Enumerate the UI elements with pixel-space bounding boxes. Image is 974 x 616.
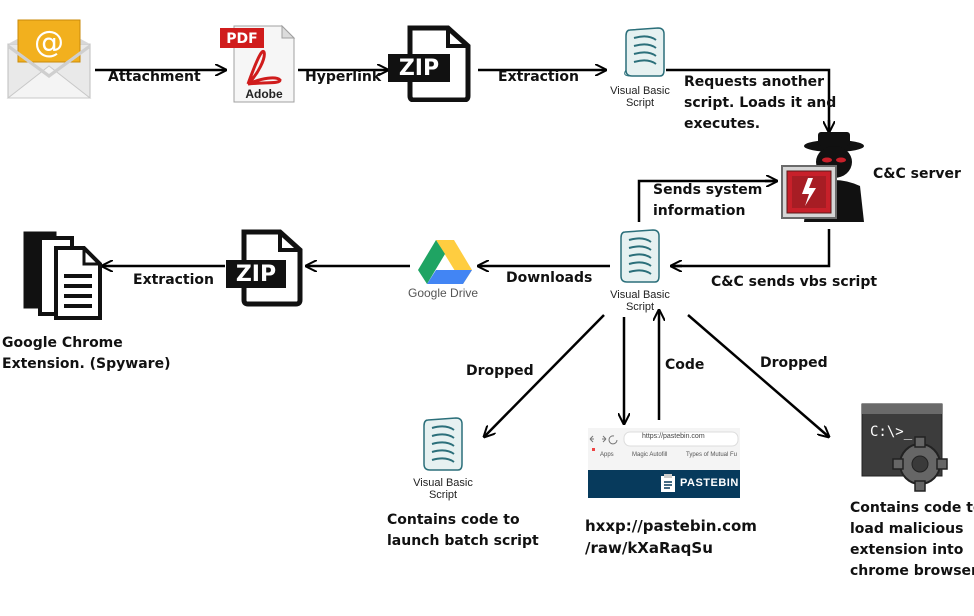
label-dropped-left: Dropped <box>466 363 534 379</box>
label-load-extension: Contains code to load malicious extensio… <box>850 500 974 579</box>
google-drive-label: Google Drive <box>408 286 479 300</box>
label-chrome-extension: Google Chrome Extension. (Spyware) <box>2 335 171 372</box>
label-dropped-right: Dropped <box>760 355 828 371</box>
pdf-document-icon: PDF Adobe <box>220 24 296 103</box>
vbs-caption-line: Visual Basic <box>610 289 670 301</box>
label-pastebin-url: hxxp://pastebin.com /raw/kXaRaqSu <box>585 517 757 557</box>
label-extraction-left: Extraction <box>133 272 215 288</box>
svg-text:PDF: PDF <box>226 31 257 47</box>
label-cnc-server: C&C server <box>873 166 961 182</box>
email-envelope-icon: @ <box>6 19 92 99</box>
vbs-script-icon <box>423 417 463 471</box>
pastebin-logo-icon <box>661 474 675 492</box>
label-code: Code <box>665 357 705 373</box>
svg-text:ZIP: ZIP <box>236 262 276 287</box>
arrow-dropped-left <box>484 314 605 437</box>
arrow-dropped-right <box>687 314 829 437</box>
cnc-hacker-icon <box>781 132 864 222</box>
google-drive-icon <box>418 240 472 284</box>
label-extraction-top: Extraction <box>498 69 580 85</box>
label-hyperlink: Hyperlink <box>305 69 382 85</box>
label-attachment: Attachment <box>108 69 201 85</box>
vbs-script-icon <box>620 229 660 283</box>
vbs-script-icon <box>624 27 665 77</box>
label-downloads: Downloads <box>506 270 593 286</box>
arrow-cnc-sends <box>672 229 831 268</box>
zip-file-icon: ZIP <box>226 229 303 307</box>
bookmark-mutual-fu: Types of Mutual Fu <box>686 452 738 458</box>
email-at-symbol: @ <box>34 25 64 60</box>
arrow-requests <box>666 68 831 131</box>
label-requests: Requests another script. Loads it and ex… <box>684 74 837 132</box>
vbs-caption-line: Visual Basic <box>413 477 473 489</box>
bookmark-apps: Apps <box>600 452 614 458</box>
pastebin-url-text: https://pastebin.com <box>642 433 705 440</box>
vbs-caption-line: Script <box>625 97 655 109</box>
bookmark-magic-autofill: Magic Autofill <box>632 452 668 458</box>
vbs-caption-line: Script <box>428 489 458 501</box>
label-sends-system: Sends system information <box>653 182 763 219</box>
zip-file-icon: ZIP <box>388 25 471 102</box>
vbs-caption-line: Visual Basic <box>610 85 670 97</box>
svg-text:Adobe: Adobe <box>245 87 283 101</box>
label-cnc-sends: C&C sends vbs script <box>711 274 878 290</box>
svg-text:ZIP: ZIP <box>399 56 439 81</box>
arrow-sends-system <box>637 179 775 222</box>
documents-icon <box>23 231 102 320</box>
vbs-caption-line: Script <box>625 301 655 313</box>
label-batch-script: Contains code to launch batch script <box>387 512 539 549</box>
cmd-prompt-gear-icon: C:\>_ <box>861 403 948 492</box>
browser-nav-icons <box>589 431 739 451</box>
pastebin-brand: PASTEBIN <box>680 477 739 489</box>
svg-text:C:\>_: C:\>_ <box>870 424 913 440</box>
